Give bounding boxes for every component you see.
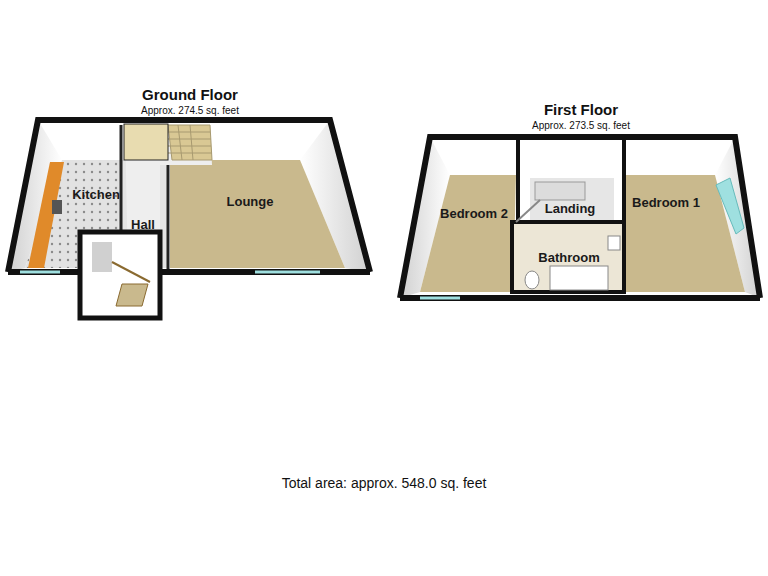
floor-area: Approx. 273.5 sq. feet — [395, 120, 767, 131]
floor-title: First Floor — [395, 101, 767, 118]
room-label: Landing — [545, 201, 596, 216]
room-label: Kitchen — [72, 187, 120, 202]
floor-area: Approx. 274.5 sq. feet — [0, 105, 380, 116]
room-label: Bedroom 1 — [632, 195, 700, 210]
room: Kitchen — [72, 187, 120, 202]
room-label: Lounge — [227, 194, 274, 209]
floor-title: Ground Floor — [0, 86, 380, 103]
room: Hall — [131, 217, 155, 232]
room: Bathroom — [538, 250, 599, 265]
room: Bedroom 2 — [440, 206, 508, 221]
room: Bedroom 1 — [632, 195, 700, 210]
floor-plan: First FloorApprox. 273.5 sq. feetBedroom… — [395, 101, 767, 306]
floor-plan: Ground FloorApprox. 274.5 sq. feetKitche… — [0, 86, 380, 326]
room-label: Hall — [131, 217, 155, 232]
room: Landing — [545, 201, 596, 216]
room-label: Bathroom — [538, 250, 599, 265]
total-area-caption: Total area: approx. 548.0 sq. feet — [0, 475, 768, 491]
room: Lounge — [227, 194, 274, 209]
room-label: Bedroom 2 — [440, 206, 508, 221]
